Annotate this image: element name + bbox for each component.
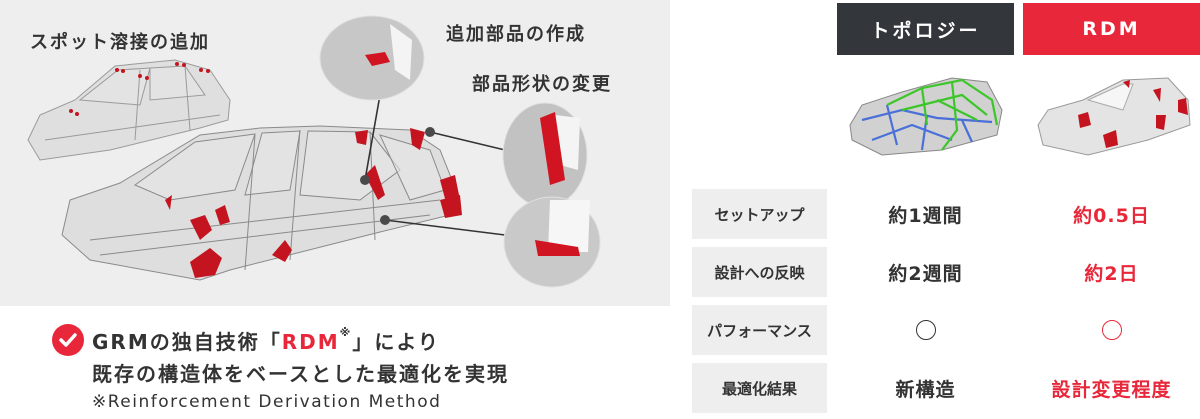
summary-line-2: 既存の構造体をベースとした最適化を実現 (92, 362, 509, 386)
good-circle-icon (1101, 320, 1122, 340)
header-rdm: RDM (1023, 3, 1200, 55)
rdm-car-image (1037, 77, 1191, 156)
detail-bubble-spot (503, 196, 601, 288)
large-car-wireframe (61, 125, 453, 281)
row-label-result: 最適化結果 (692, 363, 827, 413)
footnote-mark: ※ (339, 326, 353, 339)
footnote: ※Reinforcement Derivation Method (92, 392, 442, 412)
row-label-performance: パフォーマンス (692, 305, 827, 355)
header-topology: トポロジー (837, 3, 1014, 55)
cell-rdm-performance (1023, 305, 1200, 355)
illustration-panel: スポット溶接の追加 追加部品の作成 部品形状の変更 (0, 0, 670, 306)
cell-rdm-setup: 約0.5日 (1073, 204, 1150, 227)
check-icon (52, 324, 84, 356)
rdm-highlight: RDM (281, 330, 340, 354)
cell-topology-design: 約2週間 (888, 262, 963, 285)
summary-line-1: GRMの独自技術「RDM※」により (92, 326, 440, 355)
row-label-setup: セットアップ (692, 189, 827, 239)
label-shape-change: 部品形状の変更 (472, 74, 612, 95)
reinforcement-parts (165, 128, 462, 278)
topology-car-image (849, 77, 1003, 156)
good-circle-icon (915, 320, 936, 340)
summary-prefix: GRMの独自技術「 (92, 330, 282, 354)
cell-rdm-design: 約2日 (1084, 262, 1139, 285)
row-label-design: 設計への反映 (692, 247, 827, 297)
callout-lines (360, 94, 506, 236)
cell-topology-setup: 約1週間 (888, 204, 963, 227)
label-add-parts: 追加部品の作成 (446, 24, 586, 45)
car-body-illustration (27, 15, 601, 288)
cell-topology-performance (837, 305, 1014, 355)
detail-bubble-add-parts (319, 15, 425, 101)
small-car-wireframe (27, 59, 231, 161)
cell-rdm-result: 設計変更程度 (1051, 378, 1172, 401)
label-spot-weld: スポット溶接の追加 (30, 32, 210, 53)
summary-suffix: 」により (352, 330, 440, 354)
spot-weld-markers (69, 62, 210, 116)
cell-topology-result: 新構造 (895, 378, 956, 401)
detail-bubble-shape-change (502, 102, 588, 208)
